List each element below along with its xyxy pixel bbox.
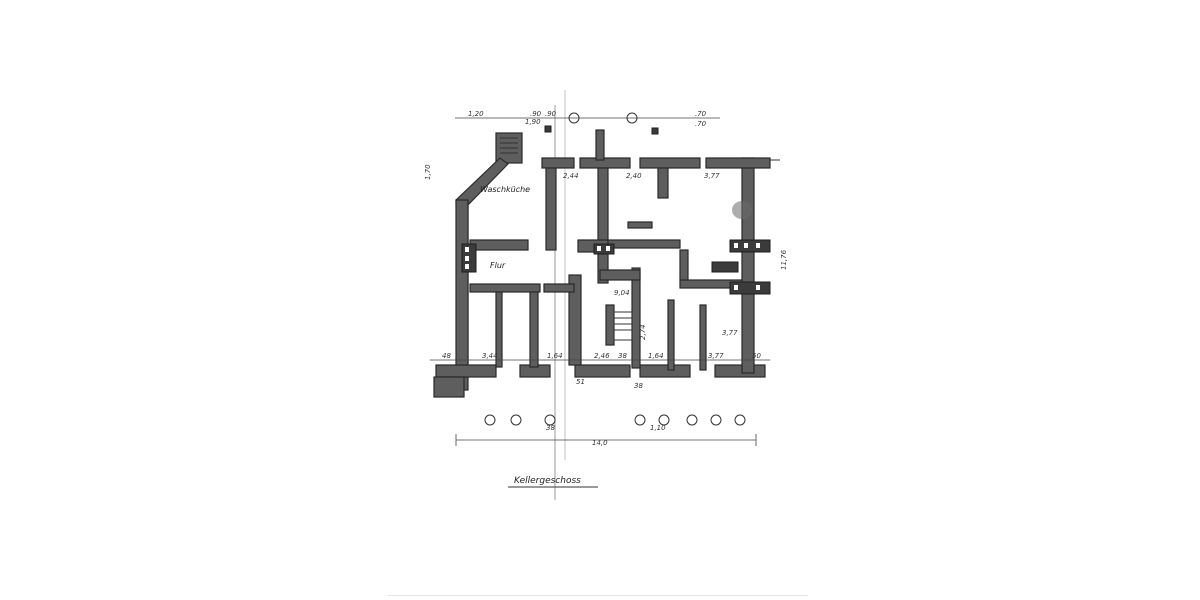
dim-foot-1: 1,10 xyxy=(650,424,666,432)
wall-southwest xyxy=(435,364,497,378)
interior-wall-5 xyxy=(631,267,641,369)
flue-block-mid xyxy=(593,243,615,255)
wall-north-2 xyxy=(579,157,631,169)
wall-south-4 xyxy=(714,364,766,378)
wall-north-1 xyxy=(541,157,575,169)
dim-top-3: .90 xyxy=(545,110,557,118)
room-label-washkitchen: Waschküche xyxy=(480,185,530,194)
interior-wall-6 xyxy=(667,299,675,371)
dim-mid-2: 2,74 xyxy=(639,324,647,340)
column-3 xyxy=(699,304,707,371)
interior-stair xyxy=(613,311,633,341)
dim-wall-3: 38 xyxy=(634,382,643,390)
dim-top-5: .70 xyxy=(695,110,707,118)
dim-room-w3: 3,77 xyxy=(704,172,720,180)
dim-bottom-4: 1,64 xyxy=(648,352,664,360)
wall-north-3 xyxy=(639,157,701,169)
stair-treads xyxy=(500,137,518,154)
dim-bottom-3: 2,46 xyxy=(594,352,610,360)
dim-room-w1: 2,44 xyxy=(563,172,579,180)
column-1 xyxy=(495,291,503,368)
interior-wall-1 xyxy=(545,167,557,251)
dim-wall-4: 51 xyxy=(576,378,585,386)
wall-west xyxy=(455,199,469,391)
room-label-hall: Flur xyxy=(490,261,506,270)
wall-north-pier xyxy=(595,129,605,161)
drawing-title: Kellergeschoss xyxy=(514,476,581,486)
column-4 xyxy=(605,304,615,346)
interior-wall-4 xyxy=(568,274,582,366)
interior-wall-mid-3 xyxy=(599,269,641,281)
interior-wall-short xyxy=(627,221,653,229)
dim-mid-3: 3,77 xyxy=(722,329,738,337)
interior-wall-south-hall-1 xyxy=(469,283,541,293)
dim-room-w2: 2,40 xyxy=(626,172,642,180)
ink-smudge xyxy=(732,201,752,219)
column-top-2 xyxy=(651,127,659,135)
dim-top-6: .70 xyxy=(695,120,707,128)
interior-wall-mid-2 xyxy=(607,239,681,249)
dim-top-2: .90 xyxy=(530,110,542,118)
sheet-edge xyxy=(388,595,808,596)
dim-right-h: 11,76 xyxy=(780,249,788,270)
wall-southwest-step xyxy=(433,376,465,398)
interior-wall-3 xyxy=(657,167,669,199)
interior-wall-hall xyxy=(469,239,529,251)
flue-block-east xyxy=(711,239,771,295)
wall-east xyxy=(741,157,755,374)
dim-bottom-1: 3,44 xyxy=(482,352,498,360)
dim-wall-2: 38 xyxy=(618,352,627,360)
dim-mid-1: 9,04 xyxy=(614,289,630,297)
dim-bottom-2: 1,64 xyxy=(547,352,563,360)
interior-wall-2 xyxy=(597,167,609,284)
dim-overall-width: 14,0 xyxy=(592,439,608,447)
wall-north-4 xyxy=(705,157,771,169)
flue-block-west xyxy=(461,243,477,273)
dim-top-1: 1,20 xyxy=(468,110,484,118)
wall-south-3 xyxy=(639,364,691,378)
column-top-1 xyxy=(544,125,552,133)
column-round-1 xyxy=(568,112,580,124)
dim-foot-2: 38 xyxy=(546,424,555,432)
dim-wall-1: 48 xyxy=(442,352,451,360)
column-2 xyxy=(529,291,539,368)
dim-top-4: 1,90 xyxy=(525,118,541,126)
interior-wall-east-stub xyxy=(679,249,689,281)
footing-markers xyxy=(484,414,746,426)
dim-wall-5: 50 xyxy=(752,352,761,360)
interior-wall-south-hall-2 xyxy=(543,283,575,293)
column-round-2 xyxy=(626,112,638,124)
dim-left-h: 1,70 xyxy=(424,164,432,180)
wall-south-2 xyxy=(574,364,631,378)
dim-bottom-5: 3,77 xyxy=(708,352,724,360)
